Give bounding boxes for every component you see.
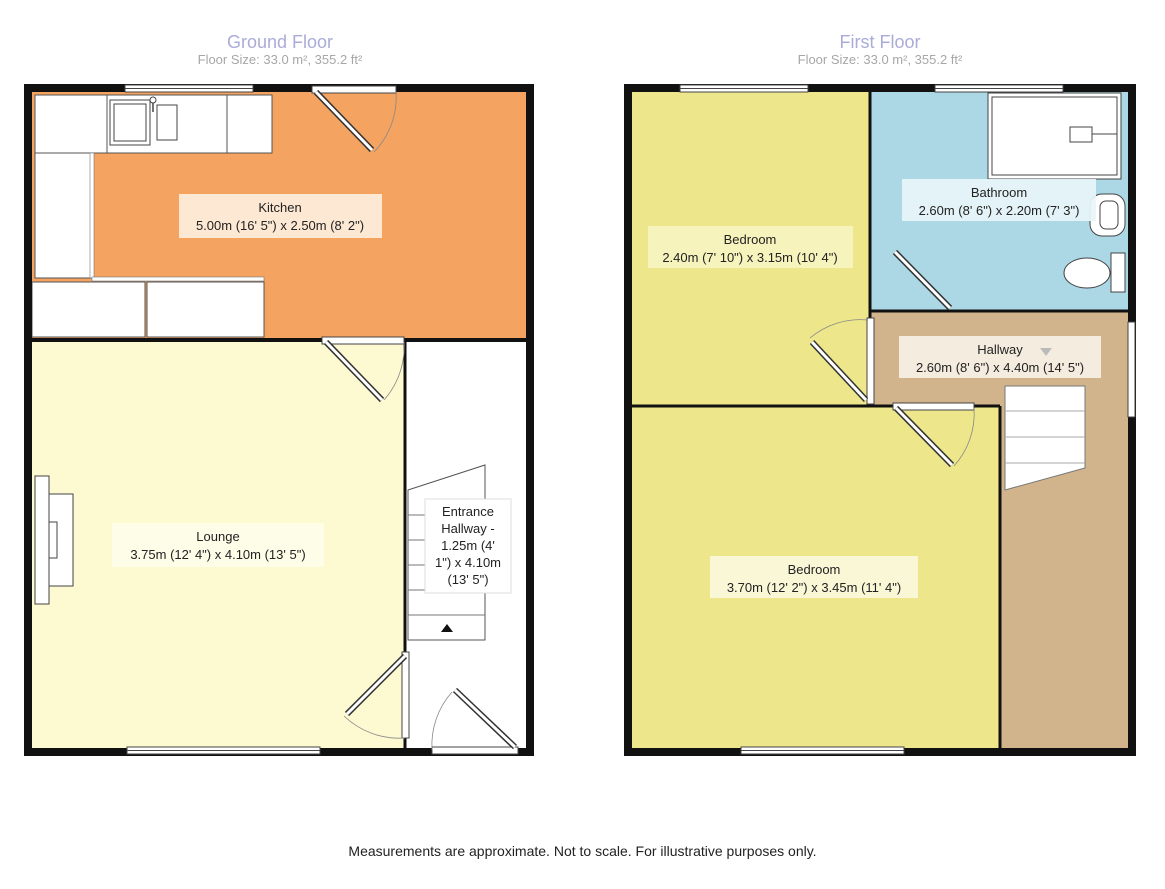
sink-icon [109, 96, 178, 146]
entrance-label-line3: 1.25m (4' [441, 538, 495, 553]
bedroom-small-dimensions: 2.40m (7' 10") x 3.15m (10' 4") [662, 250, 837, 265]
ground-floor-title: Ground Floor [226, 32, 334, 52]
toilet-icon [1063, 252, 1126, 293]
bedroom-large-name: Bedroom [788, 562, 841, 577]
kitchen-name: Kitchen [258, 200, 301, 215]
lounge-dimensions: 3.75m (12' 4") x 4.10m (13' 5") [130, 547, 305, 562]
first-floor-plan: Bedroom 2.40m (7' 10") x 3.15m (10' 4") … [624, 84, 1136, 756]
bedroom-small-label-box [648, 226, 853, 268]
entrance-label-box [424, 498, 512, 594]
first-floor-header: First Floor Floor Size: 33.0 m², 355.2 f… [680, 32, 1080, 68]
fireplace-icon [34, 475, 74, 605]
first-doors [809, 249, 975, 468]
bedroom-large-dimensions: 3.70m (12' 2") x 3.45m (11' 4") [727, 580, 901, 595]
ground-floor-header: Ground Floor Floor Size: 33.0 m², 355.2 … [80, 32, 480, 68]
bedroom-small-name: Bedroom [724, 232, 777, 247]
hallway-name: Hallway [977, 342, 1023, 357]
first-staircase [1004, 385, 1086, 491]
ground-floor-size: Floor Size: 33.0 m², 355.2 ft² [197, 52, 363, 67]
kitchen-label-box [179, 194, 382, 238]
bathroom-dimensions: 2.60m (8' 6") x 2.20m (7' 3") [919, 203, 1080, 218]
bedroom-large-label-box [710, 556, 918, 598]
stairs-down-arrow-icon [1040, 348, 1052, 356]
hallway-label-box [899, 336, 1101, 378]
hallway-dimensions: 2.60m (8' 6") x 4.40m (14' 5") [916, 360, 1084, 375]
bath-icon [987, 92, 1122, 180]
first-windows [679, 84, 1136, 755]
ground-windows [124, 84, 519, 755]
lounge-name: Lounge [196, 529, 239, 544]
kitchen-units [31, 94, 273, 338]
first-floor-size: Floor Size: 33.0 m², 355.2 ft² [797, 52, 963, 67]
entrance-label-line2: Hallway - [441, 521, 494, 536]
lounge-label-box [112, 523, 324, 567]
first-floor-title: First Floor [839, 32, 921, 52]
disclaimer: Measurements are approximate. Not to sca… [348, 843, 817, 859]
kitchen-dimensions: 5.00m (16' 5") x 2.50m (8' 2") [196, 218, 364, 233]
bathroom-name: Bathroom [971, 185, 1027, 200]
entrance-label-line5: (13' 5") [447, 572, 488, 587]
ground-floor-plan: Kitchen 5.00m (16' 5") x 2.50m (8' 2") L… [24, 84, 534, 756]
ground-doors [311, 85, 518, 751]
bathroom-label-box [902, 179, 1096, 221]
stairs-up-arrow-icon [441, 624, 453, 632]
entrance-label-line4: 1") x 4.10m [435, 555, 501, 570]
entrance-label-line1: Entrance [442, 504, 494, 519]
